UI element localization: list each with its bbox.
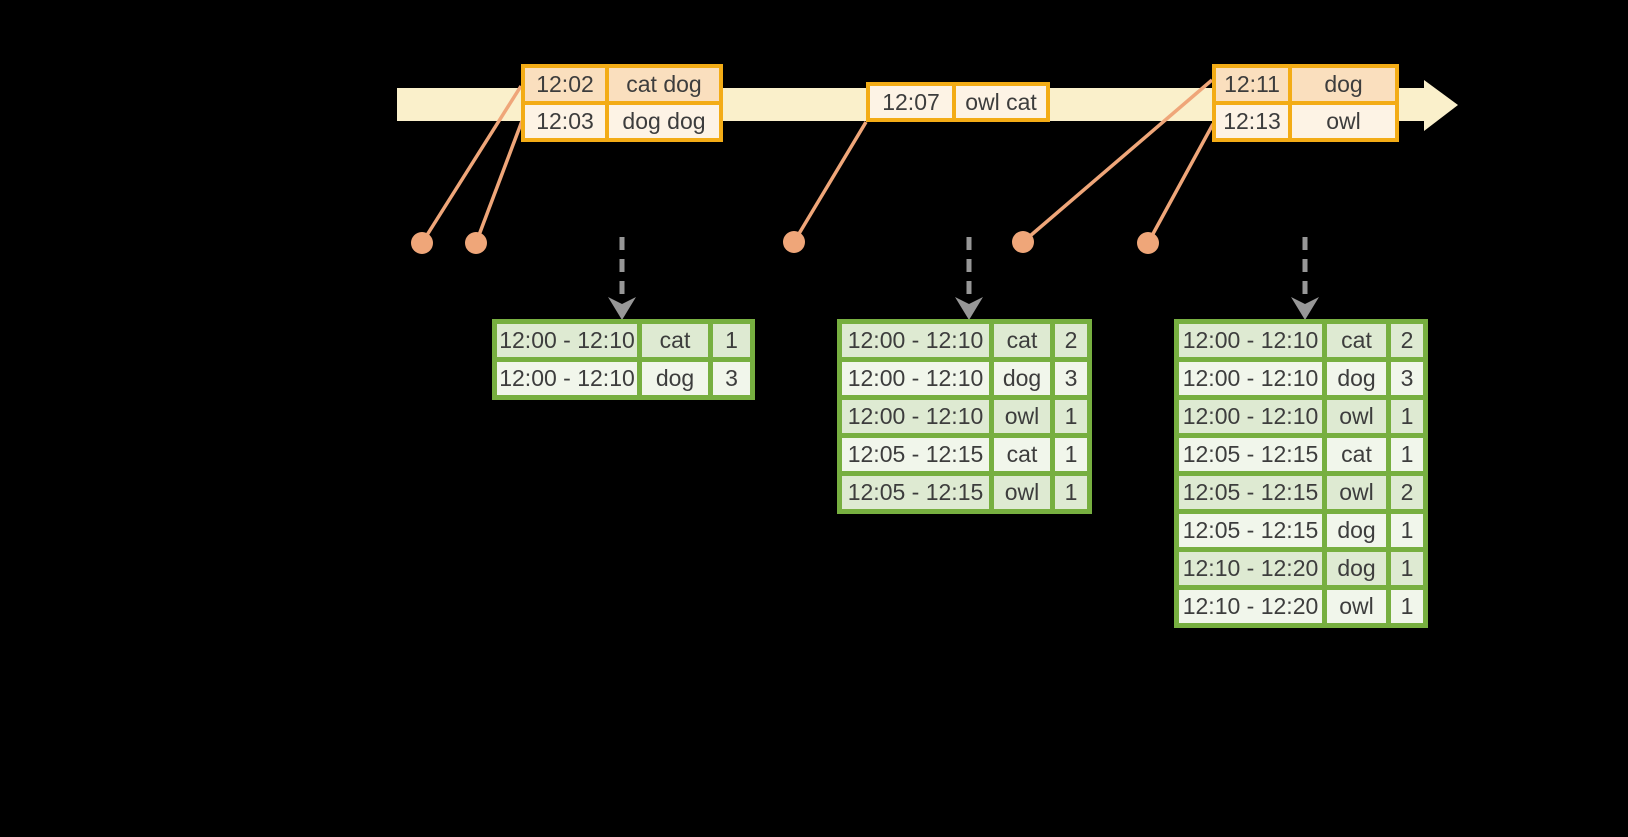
result-row: 12:00 - 12:10 cat 2	[842, 324, 1087, 357]
result-word: owl	[1327, 400, 1386, 433]
result-row: 12:00 - 12:10 dog 3	[497, 362, 750, 395]
result-window: 12:05 - 12:15	[842, 476, 989, 509]
event-leader-line	[792, 121, 868, 243]
result-word: dog	[1327, 552, 1386, 585]
event-leader-line	[420, 85, 523, 244]
result-row: 12:05 - 12:15 dog 1	[1179, 514, 1423, 547]
result-window: 12:10 - 12:20	[1179, 590, 1322, 623]
event-table-1: 12:02 cat dog 12:03 dog dog	[521, 64, 723, 142]
event-dot	[411, 232, 433, 254]
event-table-3: 12:11 dog 12:13 owl	[1212, 64, 1399, 142]
event-time: 12:03	[525, 105, 605, 138]
result-word: owl	[1327, 590, 1386, 623]
event-table-2: 12:07 owl cat	[866, 82, 1050, 122]
event-words: dog dog	[609, 105, 719, 138]
result-row: 12:10 - 12:20 dog 1	[1179, 552, 1423, 585]
result-window: 12:00 - 12:10	[497, 362, 637, 395]
down-arrowhead-icon	[1291, 297, 1319, 320]
result-window: 12:00 - 12:10	[1179, 362, 1322, 395]
result-count: 2	[1391, 476, 1423, 509]
event-time: 12:13	[1216, 105, 1288, 138]
trigger-arrowheads	[608, 297, 1319, 320]
event-dot	[1137, 232, 1159, 254]
result-row: 12:05 - 12:15 owl 1	[842, 476, 1087, 509]
result-count: 2	[1055, 324, 1087, 357]
result-row: 12:00 - 12:10 owl 1	[842, 400, 1087, 433]
result-row: 12:00 - 12:10 dog 3	[1179, 362, 1423, 395]
result-window: 12:00 - 12:10	[842, 324, 989, 357]
result-count: 2	[1391, 324, 1423, 357]
result-count: 1	[1391, 590, 1423, 623]
result-count: 3	[1391, 362, 1423, 395]
result-word: dog	[1327, 362, 1386, 395]
result-count: 1	[1391, 552, 1423, 585]
result-window: 12:00 - 12:10	[842, 400, 989, 433]
event-row: 12:11 dog	[1216, 68, 1395, 101]
result-word: dog	[642, 362, 708, 395]
result-window: 12:00 - 12:10	[842, 362, 989, 395]
down-arrowhead-icon	[608, 297, 636, 320]
result-count: 3	[713, 362, 750, 395]
result-row: 12:05 - 12:15 cat 1	[842, 438, 1087, 471]
result-window: 12:00 - 12:10	[497, 324, 637, 357]
event-words: owl cat	[956, 86, 1046, 118]
result-count: 1	[1391, 514, 1423, 547]
result-window: 12:05 - 12:15	[1179, 476, 1322, 509]
result-window: 12:10 - 12:20	[1179, 552, 1322, 585]
event-dot	[783, 231, 805, 253]
event-dots	[411, 231, 1159, 254]
result-count: 1	[1055, 400, 1087, 433]
result-row: 12:05 - 12:15 owl 2	[1179, 476, 1423, 509]
event-row: 12:13 owl	[1216, 105, 1395, 138]
result-window: 12:00 - 12:10	[1179, 400, 1322, 433]
event-time: 12:07	[870, 86, 952, 118]
event-leader-line	[1146, 123, 1215, 244]
event-row: 12:03 dog dog	[525, 105, 719, 138]
result-count: 1	[1055, 438, 1087, 471]
result-row: 12:00 - 12:10 cat 1	[497, 324, 750, 357]
down-arrowhead-icon	[955, 297, 983, 320]
result-word: owl	[1327, 476, 1386, 509]
result-word: owl	[994, 476, 1050, 509]
event-words: cat dog	[609, 68, 719, 101]
timeline-arrowhead-icon	[1424, 80, 1458, 131]
result-row: 12:00 - 12:10 dog 3	[842, 362, 1087, 395]
result-table-3: 12:00 - 12:10 cat 2 12:00 - 12:10 dog 3 …	[1174, 319, 1428, 628]
event-dot	[465, 232, 487, 254]
result-word: cat	[642, 324, 708, 357]
event-leader-line	[474, 120, 524, 244]
result-count: 3	[1055, 362, 1087, 395]
result-word: cat	[994, 438, 1050, 471]
result-window: 12:05 - 12:15	[1179, 514, 1322, 547]
result-word: dog	[1327, 514, 1386, 547]
result-row: 12:05 - 12:15 cat 1	[1179, 438, 1423, 471]
trigger-arrows	[619, 237, 1308, 297]
event-leader-lines	[420, 78, 1215, 244]
event-dot	[1012, 231, 1034, 253]
result-count: 1	[1391, 438, 1423, 471]
event-leader-line	[1021, 78, 1214, 244]
result-table-1: 12:00 - 12:10 cat 1 12:00 - 12:10 dog 3	[492, 319, 755, 400]
event-row: 12:07 owl cat	[870, 86, 1046, 118]
result-window: 12:05 - 12:15	[1179, 438, 1322, 471]
event-time: 12:02	[525, 68, 605, 101]
event-time: 12:11	[1216, 68, 1288, 101]
result-count: 1	[1391, 400, 1423, 433]
result-count: 1	[1055, 476, 1087, 509]
result-word: cat	[1327, 324, 1386, 357]
event-row: 12:02 cat dog	[525, 68, 719, 101]
result-row: 12:00 - 12:10 cat 2	[1179, 324, 1423, 357]
result-window: 12:05 - 12:15	[842, 438, 989, 471]
result-window: 12:00 - 12:10	[1179, 324, 1322, 357]
result-word: cat	[994, 324, 1050, 357]
result-table-2: 12:00 - 12:10 cat 2 12:00 - 12:10 dog 3 …	[837, 319, 1092, 514]
result-row: 12:10 - 12:20 owl 1	[1179, 590, 1423, 623]
result-word: owl	[994, 400, 1050, 433]
result-word: dog	[994, 362, 1050, 395]
result-word: cat	[1327, 438, 1386, 471]
event-words: owl	[1292, 105, 1395, 138]
event-words: dog	[1292, 68, 1395, 101]
result-row: 12:00 - 12:10 owl 1	[1179, 400, 1423, 433]
result-count: 1	[713, 324, 750, 357]
